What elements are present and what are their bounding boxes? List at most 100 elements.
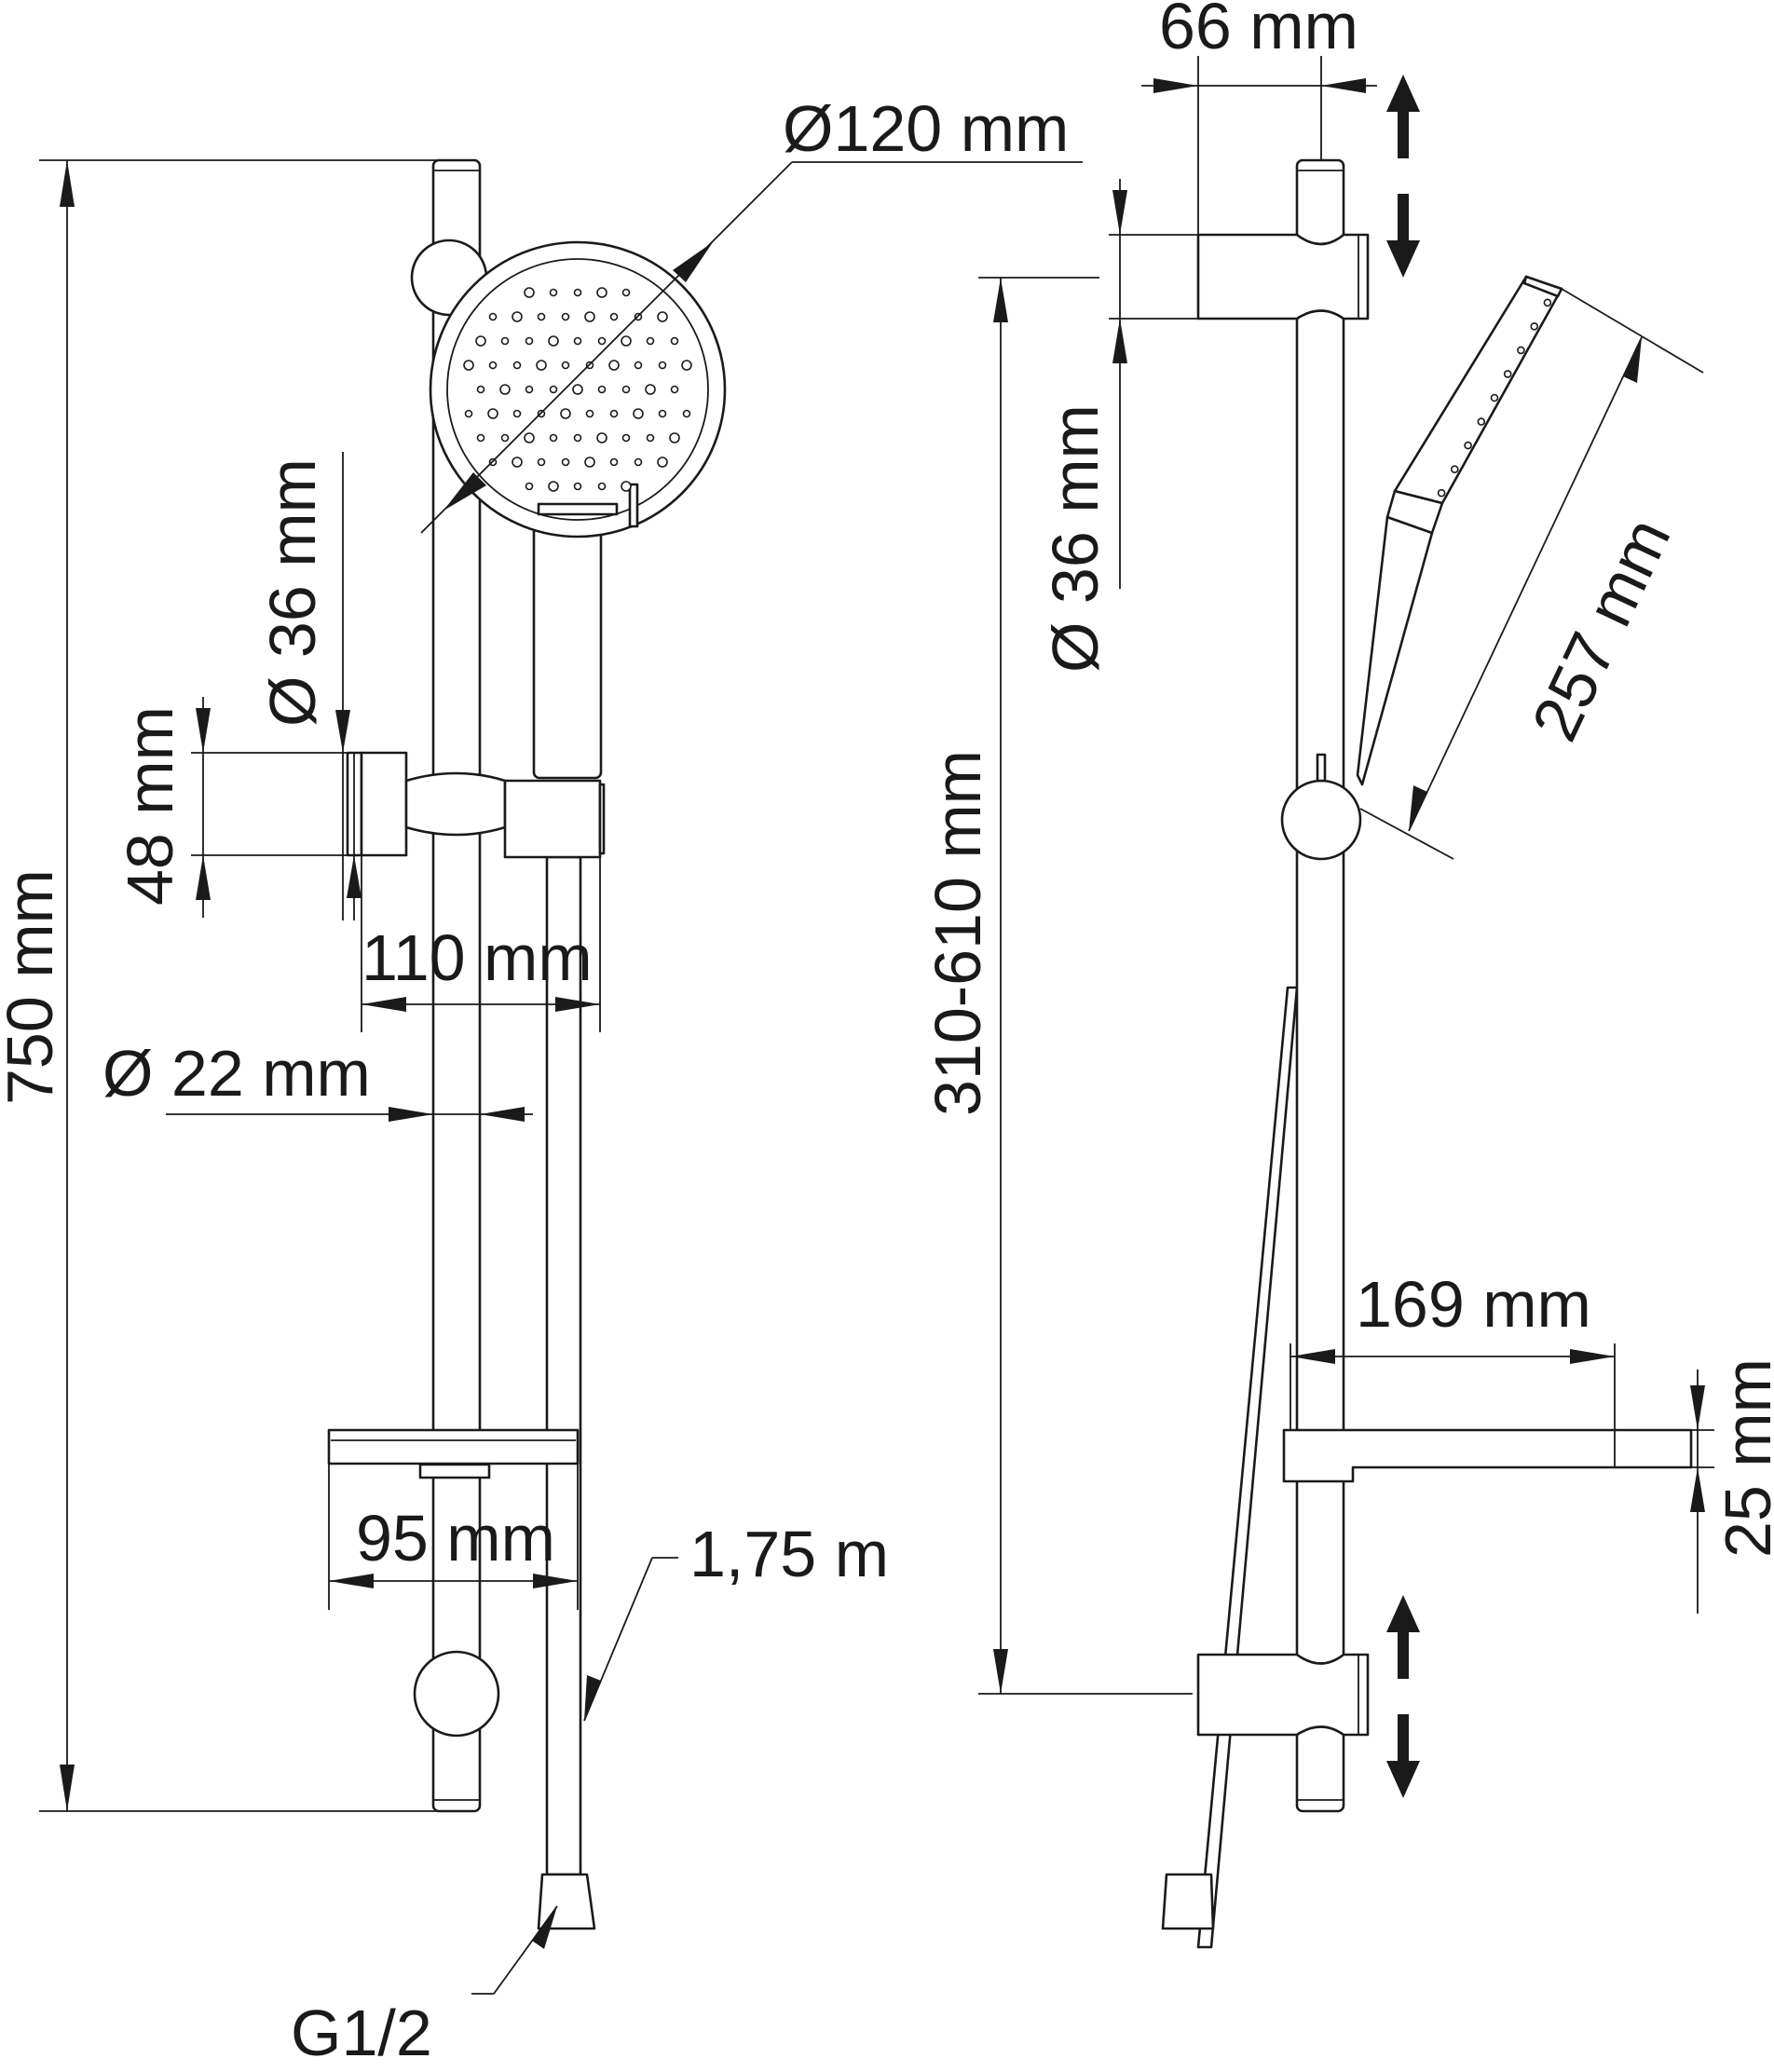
spray-nozzle bbox=[645, 384, 656, 395]
spray-nozzle bbox=[681, 360, 692, 371]
spray-nozzle bbox=[682, 409, 691, 418]
shower-handle bbox=[532, 511, 603, 780]
spray-nozzle bbox=[464, 409, 473, 418]
spray-nozzle bbox=[560, 408, 571, 419]
spray-nozzle bbox=[525, 336, 534, 346]
spray-nozzle bbox=[525, 385, 534, 394]
spray-nozzle bbox=[500, 336, 510, 346]
spray-nozzle bbox=[536, 360, 547, 371]
spray-nozzle bbox=[669, 432, 680, 443]
side-hose-connector bbox=[1161, 1873, 1215, 1930]
spray-nozzle bbox=[621, 385, 631, 394]
spray-nozzle bbox=[561, 312, 570, 321]
label-range: 310-610 mm bbox=[921, 750, 994, 1116]
spray-nozzle bbox=[525, 482, 534, 491]
spray-nozzle bbox=[548, 335, 559, 347]
spray-nozzle bbox=[609, 457, 619, 467]
arrowheads bbox=[60, 78, 1705, 1949]
spray-nozzle bbox=[476, 433, 485, 443]
spray-nozzle bbox=[512, 457, 523, 468]
spray-nozzle bbox=[609, 409, 619, 418]
spray-nozzle bbox=[572, 384, 583, 395]
label-110: 110 mm bbox=[362, 921, 593, 994]
adjust-arrows-lower bbox=[1386, 1595, 1420, 1798]
spray-nozzle bbox=[584, 457, 595, 468]
spray-nozzle bbox=[524, 287, 535, 298]
spray-nozzle bbox=[573, 288, 582, 297]
dimension-lines bbox=[39, 56, 1714, 1995]
side-slider-knob bbox=[1280, 779, 1362, 861]
label-66: 66 mm bbox=[1159, 0, 1358, 62]
spray-nozzle bbox=[621, 433, 631, 443]
spray-nozzle bbox=[512, 311, 523, 322]
spray-nozzle bbox=[561, 361, 570, 370]
spray-nozzle bbox=[561, 457, 570, 467]
spray-nozzle bbox=[476, 385, 485, 394]
spray-nozzle bbox=[524, 432, 535, 443]
spray-nozzle bbox=[487, 408, 498, 419]
side-lower-bracket bbox=[1196, 1653, 1370, 1737]
spray-nozzle bbox=[634, 457, 643, 467]
label-750: 750 mm bbox=[0, 869, 66, 1105]
label-hose-length: 1,75 m bbox=[689, 1518, 889, 1590]
bottom-wall-bracket bbox=[413, 1650, 500, 1738]
side-spray-nozzle bbox=[1464, 441, 1472, 450]
side-spray-nozzle bbox=[1543, 298, 1552, 307]
spray-nozzle bbox=[646, 336, 655, 346]
shower-head bbox=[429, 240, 727, 538]
label-dia-36-left: Ø 36 mm bbox=[256, 458, 329, 727]
spray-nozzle bbox=[512, 409, 522, 418]
side-spray-nozzle bbox=[1490, 393, 1499, 402]
spray-nozzle bbox=[499, 384, 511, 395]
spray-nozzle bbox=[573, 482, 582, 491]
slider-bracket bbox=[346, 751, 606, 859]
front-view bbox=[327, 158, 727, 1930]
side-spray-nozzle bbox=[1530, 321, 1538, 331]
label-257: 257 mm bbox=[1518, 507, 1685, 751]
side-spray-nozzle bbox=[1437, 488, 1446, 498]
side-spray-nozzle bbox=[1517, 346, 1525, 355]
label-169: 169 mm bbox=[1356, 1268, 1591, 1341]
side-spray-nozzle bbox=[1503, 370, 1512, 378]
spray-nozzle bbox=[658, 409, 667, 418]
spray-nozzle bbox=[657, 457, 668, 468]
adjust-arrows-upper bbox=[1386, 75, 1420, 278]
spray-nozzle bbox=[597, 385, 607, 394]
side-spray-nozzle bbox=[1451, 465, 1459, 474]
spray-nozzle bbox=[621, 481, 632, 492]
label-thread: G1/2 bbox=[291, 1997, 432, 2069]
spray-nozzle bbox=[488, 312, 498, 321]
spray-nozzle bbox=[670, 336, 679, 346]
label-dia-22: Ø 22 mm bbox=[102, 1037, 371, 1110]
spray-nozzle bbox=[596, 287, 607, 298]
spray-nozzle bbox=[608, 360, 620, 371]
side-upper-bracket bbox=[1196, 233, 1370, 320]
spray-nozzle bbox=[646, 433, 655, 443]
spray-nozzle bbox=[597, 482, 607, 491]
slide-rail bbox=[431, 158, 482, 1813]
spray-nozzle bbox=[621, 335, 632, 347]
spray-nozzle bbox=[621, 288, 631, 297]
side-spray-nozzle bbox=[1477, 417, 1486, 426]
spray-nozzle bbox=[512, 361, 522, 370]
spray-nozzle bbox=[670, 385, 679, 394]
spray-nozzle bbox=[549, 385, 558, 394]
soap-dish bbox=[327, 1428, 580, 1479]
spray-nozzle bbox=[549, 288, 558, 297]
spray-nozzle bbox=[573, 433, 582, 443]
spray-nozzle bbox=[488, 361, 498, 370]
label-95: 95 mm bbox=[356, 1502, 555, 1574]
side-soap-dish bbox=[1282, 1428, 1693, 1483]
spray-nozzle bbox=[500, 433, 510, 443]
side-hose bbox=[1196, 986, 1299, 1949]
spray-nozzle bbox=[537, 457, 546, 467]
spray-nozzle bbox=[549, 433, 558, 443]
spray-nozzle bbox=[585, 409, 594, 418]
label-48: 48 mm bbox=[114, 706, 186, 906]
spray-nozzle bbox=[537, 312, 546, 321]
spray-nozzle bbox=[597, 336, 607, 346]
spray-nozzle bbox=[634, 361, 643, 370]
spray-nozzle bbox=[463, 360, 474, 371]
spray-nozzle bbox=[633, 408, 644, 419]
label-dia-120: Ø120 mm bbox=[783, 92, 1069, 165]
